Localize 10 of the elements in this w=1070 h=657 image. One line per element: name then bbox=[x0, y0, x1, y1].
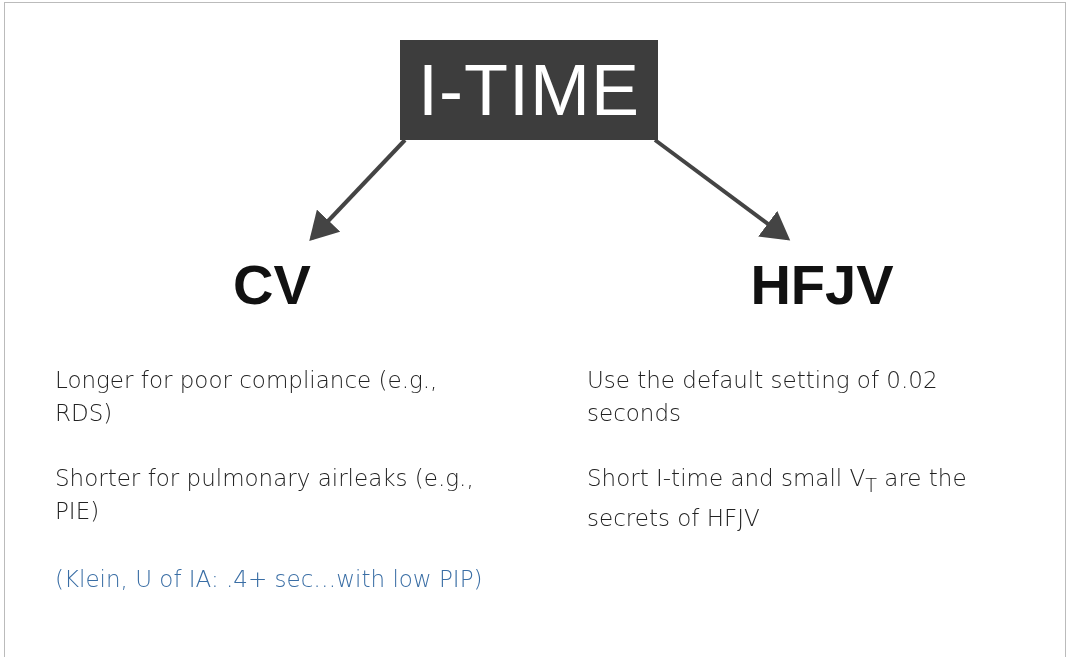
title-box: I-TIME bbox=[400, 40, 658, 140]
body-text: Short I-time and small V$_{T}$ are the secrets of HFJV bbox=[587, 464, 968, 533]
body-text: Use the default setting of 0.02 seconds bbox=[587, 366, 939, 428]
heading-text: HFJV bbox=[712, 238, 932, 330]
body-text: Shorter for pulmonary airleaks (e.g., PIE) bbox=[55, 464, 475, 526]
arrow bbox=[309, 138, 407, 241]
body-text: Longer for poor compliance (e.g., RDS) bbox=[55, 366, 439, 428]
arrow bbox=[653, 138, 791, 241]
heading-text: CV bbox=[177, 238, 367, 330]
citation-note: (Klein, U of IA: .4+ sec…with low PIP) bbox=[55, 565, 484, 594]
